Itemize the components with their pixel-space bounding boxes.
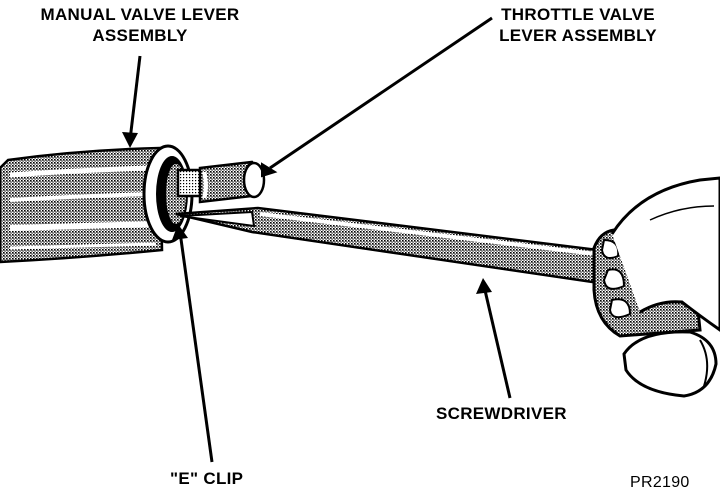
screwdriver-label: SCREWDRIVER [436,404,567,423]
hand [610,176,720,398]
manual-valve-lever-body [0,146,164,264]
manual-valve-lever-line1: MANUAL VALVE LEVER [40,5,240,24]
throttle-valve-lever-line1: THROTTLE VALVE [501,5,655,24]
manual-valve-lever-line2: ASSEMBLY [92,26,188,45]
e-clip-label: "E" CLIP [170,469,244,488]
throttle-valve-lever-line2: LEVER ASSEMBLY [499,26,657,45]
leader-e-clip [172,224,214,463]
figure-code: PR2190 [630,474,690,491]
throttle-valve-shaft [176,160,266,204]
screwdriver-shaft [175,206,608,286]
throttle-valve-lever-label: THROTTLE VALVE LEVER ASSEMBLY [478,4,678,46]
leader-manual-valve [122,55,142,148]
leader-screwdriver [476,278,512,399]
leader-throttle-valve [261,16,493,178]
manual-valve-lever-label: MANUAL VALVE LEVER ASSEMBLY [0,4,280,46]
